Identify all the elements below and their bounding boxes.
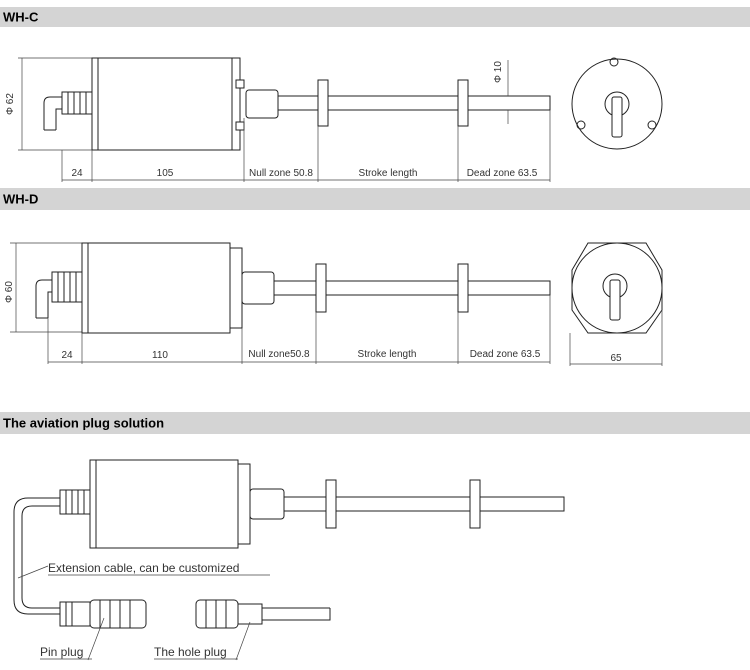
wh-d-rod-nut — [241, 271, 275, 305]
wh-d-drawing — [10, 242, 663, 366]
wh-c-drawing — [18, 57, 663, 182]
wh-d-magnet-ring-1 — [315, 263, 327, 313]
wh-c-magnet-ring-1 — [317, 79, 329, 127]
wh-d-dim-dead-zone: Dead zone 63.5 — [470, 349, 541, 360]
wh-c-dim-diameter: Φ 62 — [5, 93, 16, 115]
section-title-wh-c: WH-C — [3, 9, 39, 25]
wh-c-dim-body: 105 — [157, 168, 174, 179]
plug-magnet-ring-2 — [469, 479, 481, 529]
wh-d-cable — [35, 279, 52, 319]
wh-c-dim-null-zone: Null zone 50.8 — [249, 168, 313, 179]
plug-flange — [237, 463, 251, 545]
pin-plug — [59, 601, 91, 627]
section-header-wh-d: WH-D — [0, 188, 750, 210]
section-title-wh-d: WH-D — [3, 191, 39, 207]
wh-d-rod — [273, 280, 551, 296]
section-title-aviation-plug: The aviation plug solution — [3, 415, 165, 431]
plug-rod — [283, 496, 565, 512]
wh-c-dim-stroke: Stroke length — [359, 168, 418, 179]
extension-cable-label: Extension cable, can be customized — [48, 561, 239, 575]
wh-d-dim-stroke: Stroke length — [358, 349, 417, 360]
hole-plug — [195, 599, 239, 629]
wh-d-dim-null-zone: Null zone50.8 — [248, 349, 310, 360]
hole-plug-label: The hole plug — [154, 645, 227, 659]
wh-c-main-body — [91, 57, 241, 151]
wh-c-cable-gland — [61, 91, 93, 115]
plug-cable-gland — [59, 489, 91, 515]
wh-d-dim-end-width: 65 — [610, 353, 622, 364]
wh-d-dim-diameter: Φ 60 — [4, 281, 15, 303]
wh-d-dim-cable: 24 — [61, 350, 73, 361]
plug-drawing — [13, 459, 565, 661]
section-header-aviation-plug: The aviation plug solution — [0, 412, 750, 434]
plug-main-body — [89, 459, 239, 549]
wh-c-magnet-ring-2 — [457, 79, 469, 127]
wh-d-magnet-ring-2 — [457, 263, 469, 313]
extension-cable — [13, 497, 60, 615]
wh-c-dim-rod-diameter: Φ 10 — [493, 61, 504, 83]
wh-c-rod-nut — [245, 89, 279, 119]
section-header-wh-c: WH-C — [0, 7, 750, 27]
wh-d-cable-gland — [51, 271, 83, 303]
plug-magnet-ring-1 — [325, 479, 337, 529]
hole-plug-cable — [262, 607, 331, 621]
wh-d-flange — [229, 247, 243, 329]
wh-c-cable — [43, 96, 62, 131]
wh-d-dim-body: 110 — [152, 350, 168, 361]
pin-plug-label: Pin plug — [40, 645, 83, 659]
wh-d-main-body — [81, 242, 231, 334]
wh-c-dim-dead-zone: Dead zone 63.5 — [467, 168, 538, 179]
wh-c-rod — [277, 95, 551, 111]
wh-c-dim-cable: 24 — [71, 168, 83, 179]
